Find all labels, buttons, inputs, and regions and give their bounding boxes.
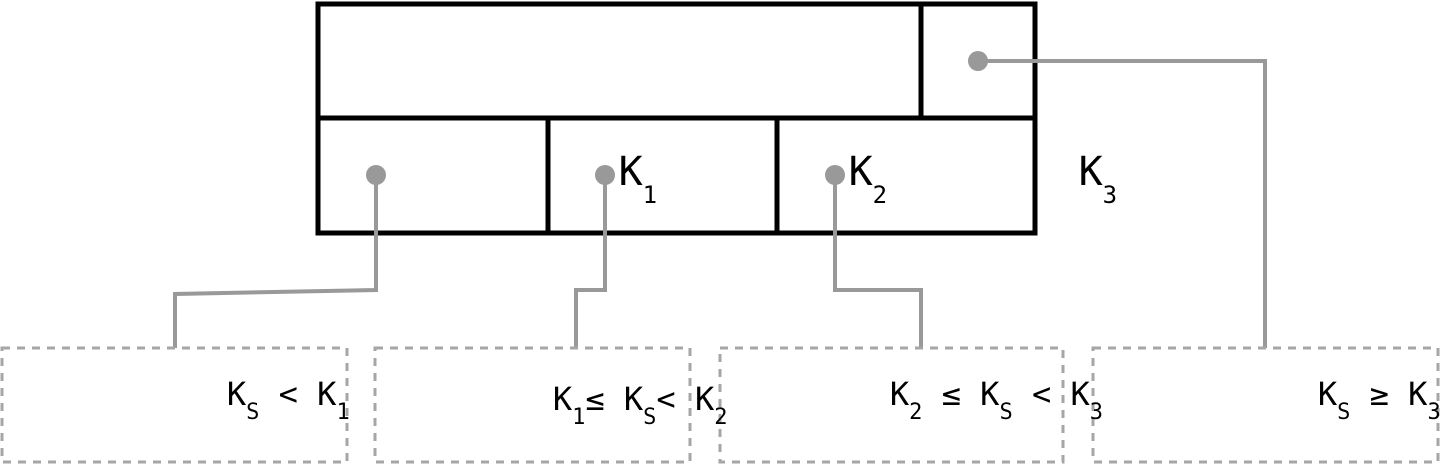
cond-1-sub-2: 1 <box>336 400 349 425</box>
btree-node <box>315 1 1038 236</box>
child-subtrees: KS < K1 K1≤ KS< K2 K2 ≤ KS < K3 KS ≥ K3 <box>0 346 1440 464</box>
pointer-dot-1 <box>366 165 386 185</box>
node-key-3-letter: K <box>1079 149 1103 195</box>
cond-2-sub-1: 1 <box>572 405 585 430</box>
pointer-dot-2 <box>595 165 615 185</box>
cond-2-part-2: ≤ K <box>585 380 644 418</box>
cond-4-sub-2: 3 <box>1427 400 1440 425</box>
node-key-1: K1 <box>450 149 778 213</box>
cond-4-part-2: ≥ K <box>1350 375 1428 413</box>
node-key-2-subscript: 2 <box>873 181 887 209</box>
cond-4-sub-1: S <box>1337 400 1350 425</box>
node-key-3: K3 <box>910 149 1238 213</box>
pointer-dot-4 <box>968 51 988 71</box>
cond-3-sub-2: S <box>999 400 1012 425</box>
cond-3-part-2: ≤ K <box>922 375 1000 413</box>
cond-2-sub-2: S <box>643 405 656 430</box>
node-key-2: K2 <box>680 149 1008 213</box>
child-box-1 <box>0 346 349 464</box>
pointer-line-2 <box>574 175 607 348</box>
pointer-connectors <box>173 51 1267 348</box>
cond-2-part-1: K <box>553 380 573 418</box>
child-box-4 <box>1091 346 1440 464</box>
cond-3-part-3: < K <box>1013 375 1091 413</box>
cond-3-sub-3: 3 <box>1090 400 1103 425</box>
child-condition-4: KS ≥ K3 <box>1183 375 1440 427</box>
node-key-1-letter: K <box>619 149 643 195</box>
child-condition-2: K1≤ KS< K2 <box>418 380 824 432</box>
pointer-line-3 <box>833 175 923 348</box>
child-box-3 <box>718 346 1065 464</box>
cond-2-sub-3: 2 <box>714 405 727 430</box>
node-key-1-subscript: 1 <box>643 181 657 209</box>
child-condition-3: K2 ≤ KS < K3 <box>755 375 1199 427</box>
cond-1-part-2: < K <box>259 375 337 413</box>
cond-4-part-1: K <box>1318 375 1338 413</box>
node-key-3-subscript: 3 <box>1103 181 1117 209</box>
pointer-line-1 <box>173 175 378 348</box>
node-keys: K1 K2 K3 <box>450 149 1238 213</box>
cond-1-part-1: K <box>227 375 247 413</box>
child-box-2 <box>373 346 692 464</box>
cond-3-sub-1: 2 <box>909 400 922 425</box>
cond-3-part-1: K <box>890 375 910 413</box>
pointer-dot-3 <box>825 165 845 185</box>
pointer-line-4 <box>978 59 1267 348</box>
node-key-2-letter: K <box>849 149 873 195</box>
cond-1-sub-1: S <box>246 400 259 425</box>
cond-2-part-3: < K <box>656 380 715 418</box>
child-condition-1: KS < K1 <box>92 375 446 427</box>
